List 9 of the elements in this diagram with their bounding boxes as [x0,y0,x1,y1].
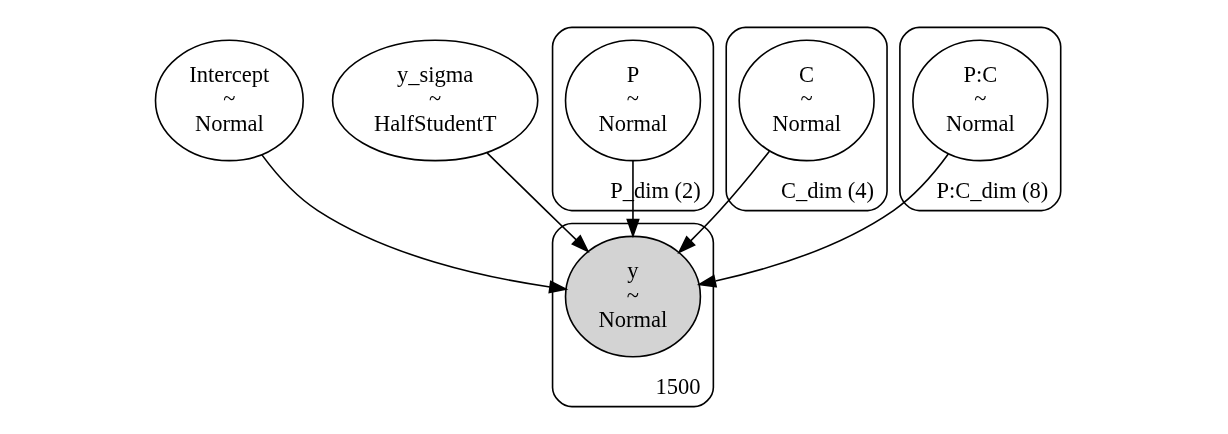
arrow [260,153,568,294]
arrow [696,153,949,288]
arrow [485,152,590,253]
node-ellipse: C ~ Normal [737,39,875,162]
node-ellipse: P ~ Normal [564,39,701,162]
arrow [676,150,770,254]
node-ellipse: Intercept ~ Normal [154,39,304,162]
node-ellipse: y_sigma ~ HalfStudentT [331,39,539,162]
node-ellipse: P:C ~ Normal [911,39,1049,162]
